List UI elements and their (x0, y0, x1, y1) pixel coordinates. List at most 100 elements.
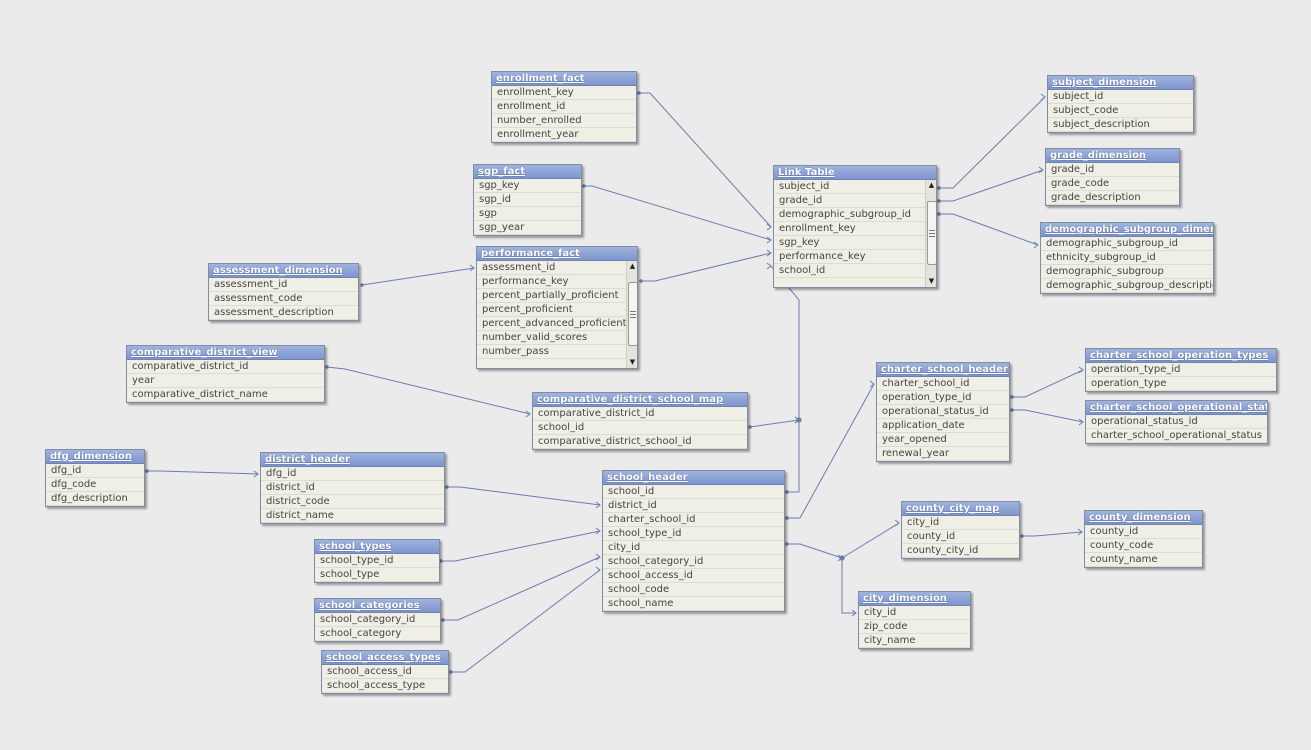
scroll-up-arrow-icon[interactable]: ▲ (928, 181, 935, 189)
field-row[interactable]: grade_id (1046, 163, 1179, 177)
field-row[interactable]: comparative_district_id (127, 360, 324, 374)
field-row[interactable]: school_category_id (315, 613, 440, 627)
table-title[interactable]: county_dimension (1085, 511, 1202, 525)
table-title[interactable]: charter_school_operational_statu (1086, 401, 1267, 415)
field-row[interactable]: charter_school_operational_status (1086, 429, 1267, 443)
table-title[interactable]: grade_dimension (1046, 149, 1179, 163)
field-row[interactable]: school_id (774, 264, 925, 278)
field-row[interactable]: county_code (1085, 539, 1202, 553)
field-row[interactable]: county_id (902, 530, 1019, 544)
field-row[interactable]: district_name (261, 509, 444, 523)
table-title[interactable]: county_city_map (902, 502, 1019, 516)
field-row[interactable]: school_id (533, 421, 747, 435)
field-row[interactable]: county_id (1085, 525, 1202, 539)
field-row[interactable]: assessment_description (209, 306, 358, 320)
field-row[interactable]: city_id (902, 516, 1019, 530)
field-row[interactable]: number_valid_scores (477, 331, 626, 345)
field-row[interactable]: subject_code (1048, 104, 1193, 118)
field-row[interactable]: year_opened (877, 433, 1009, 447)
table-title[interactable]: charter_school_operation_types (1086, 349, 1276, 363)
field-row[interactable]: district_code (261, 495, 444, 509)
table-title[interactable]: school_types (315, 540, 439, 554)
scrollbar-thumb[interactable] (927, 201, 936, 265)
table-title[interactable]: comparative_district_view (127, 346, 324, 360)
field-row[interactable]: assessment_code (209, 292, 358, 306)
field-row[interactable]: enrollment_id (492, 100, 636, 114)
table-title[interactable]: dfg_dimension (46, 450, 144, 464)
field-row[interactable]: renewal_year (877, 447, 1009, 461)
scrollbar-thumb[interactable] (628, 282, 637, 346)
field-row[interactable]: school_access_id (322, 665, 448, 679)
field-row[interactable]: percent_partially_proficient (477, 289, 626, 303)
field-row[interactable]: demographic_subgroup_id (1041, 237, 1213, 251)
field-row[interactable]: sgp_year (474, 221, 581, 235)
table-title[interactable]: district_header (261, 453, 444, 467)
field-row[interactable]: school_access_type (322, 679, 448, 693)
field-row[interactable]: operation_type_id (877, 391, 1009, 405)
field-row[interactable]: comparative_district_id (533, 407, 747, 421)
field-row[interactable]: demographic_subgroup_description (1041, 279, 1213, 293)
field-row[interactable]: ethnicity_subgroup_id (1041, 251, 1213, 265)
table-title[interactable]: school_access_types (322, 651, 448, 665)
scroll-up-arrow-icon[interactable]: ▲ (629, 262, 636, 270)
field-row[interactable]: school_code (603, 583, 784, 597)
field-row[interactable]: subject_id (1048, 90, 1193, 104)
table-title[interactable]: charter_school_header (877, 363, 1009, 377)
field-row[interactable]: sgp_key (774, 236, 925, 250)
field-row[interactable]: charter_school_id (877, 377, 1009, 391)
field-row[interactable]: demographic_subgroup (1041, 265, 1213, 279)
field-row[interactable]: sgp_key (474, 179, 581, 193)
table-title[interactable]: demographic_subgroup_dimension (1041, 223, 1213, 237)
table-title[interactable]: comparative_district_school_map (533, 393, 747, 407)
field-row[interactable]: operational_status_id (877, 405, 1009, 419)
field-row[interactable]: school_access_id (603, 569, 784, 583)
field-row[interactable]: city_id (859, 606, 970, 620)
table-title[interactable]: city_dimension (859, 592, 970, 606)
table-title[interactable]: school_categories (315, 599, 440, 613)
field-row[interactable]: percent_advanced_proficient (477, 317, 626, 331)
field-row[interactable]: grade_id (774, 194, 925, 208)
table-title[interactable]: performance_fact (477, 247, 637, 261)
field-row[interactable]: operational_status_id (1086, 415, 1267, 429)
field-row[interactable]: district_id (261, 481, 444, 495)
table-title[interactable]: school_header (603, 471, 784, 485)
field-row[interactable]: subject_id (774, 180, 925, 194)
field-row[interactable]: dfg_code (46, 478, 144, 492)
field-row[interactable]: county_name (1085, 553, 1202, 567)
table-demographic-subgroup-dimension[interactable]: demographic_subgroup_dimensiondemographi… (1040, 222, 1214, 294)
vertical-scrollbar[interactable]: ▲▼ (925, 180, 936, 287)
field-row[interactable]: zip_code (859, 620, 970, 634)
field-row[interactable]: school_type_id (603, 527, 784, 541)
field-row[interactable]: school_type_id (315, 554, 439, 568)
field-row[interactable]: dfg_id (261, 467, 444, 481)
table-title[interactable]: assessment_dimension (209, 264, 358, 278)
field-row[interactable]: number_enrolled (492, 114, 636, 128)
field-row[interactable]: demographic_subgroup_id (774, 208, 925, 222)
field-row[interactable]: sgp (474, 207, 581, 221)
field-row[interactable]: enrollment_key (774, 222, 925, 236)
field-row[interactable]: school_name (603, 597, 784, 611)
field-row[interactable]: assessment_id (209, 278, 358, 292)
field-row[interactable]: school_id (603, 485, 784, 499)
field-row[interactable]: assessment_id (477, 261, 626, 275)
field-row[interactable]: operation_type (1086, 377, 1276, 391)
field-row[interactable]: school_type (315, 568, 439, 582)
field-row[interactable]: dfg_description (46, 492, 144, 506)
scroll-down-arrow-icon[interactable]: ▼ (629, 358, 636, 366)
